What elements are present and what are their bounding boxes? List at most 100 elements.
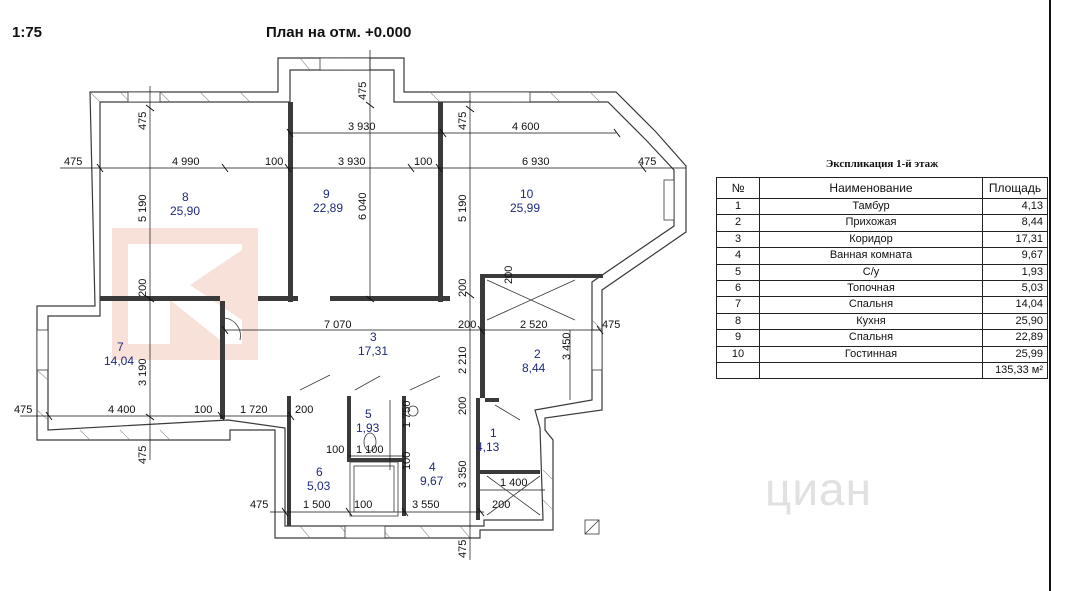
dim-label: 5 190 [137,194,149,222]
dim-label: 475 [457,112,469,130]
row-area: 4,13 [982,197,1048,216]
row-number: 7 [716,296,760,314]
dim-label: 475 [137,112,149,130]
dim-label: 1 100 [356,444,384,456]
room-3-area: 17,31 [358,344,388,358]
dim-label: 100 [354,499,372,511]
dim-label: 6 040 [357,192,369,220]
row-name: Спальня [759,329,983,347]
dim-label: 475 [14,404,32,416]
row-number: 1 [716,197,760,216]
col-header-name: Наименование [759,177,983,199]
row-name: Тамбур [759,197,983,216]
room-1-number: 1 [490,426,497,440]
row-number: 2 [716,214,760,232]
room-2-area: 8,44 [522,361,546,375]
doors [224,317,521,421]
room-labels: 1 4,13 2 8,44 3 17,31 4 9,67 5 1,93 6 5,… [104,187,546,493]
row-number: 5 [716,263,760,282]
dim-label: 3 350 [457,460,469,488]
dim-label: 100 [401,452,413,470]
room-4-area: 9,67 [420,474,444,488]
row-area: 1,93 [982,263,1048,282]
row-number: 9 [716,329,760,347]
row-name: Топочная [759,280,983,298]
dim-label: 475 [357,82,369,100]
dim-label: 200 [457,397,469,415]
room-9-area: 22,89 [313,201,343,215]
room-1-area: 4,13 [476,440,500,454]
dim-label: 200 [492,499,510,511]
room-7-number: 7 [117,340,124,354]
cian-watermark: циан [765,463,873,515]
room-7-area: 14,04 [104,354,134,368]
row-area: 17,31 [982,230,1048,249]
dim-label: 200 [457,279,469,297]
plan-title: План на отм. +0.000 [266,24,412,41]
logo-watermark-icon [112,228,258,360]
room-5-number: 5 [365,407,372,421]
room-9-number: 9 [323,187,330,201]
scale-label: 1:75 [12,24,43,41]
dim-label: 475 [638,156,656,168]
total-area: 135,33 м² [982,362,1048,380]
room-5-area: 1,93 [356,421,380,435]
row-area: 9,67 [982,247,1048,265]
row-name: Ванная комната [759,247,983,265]
room-6-number: 6 [316,465,323,479]
row-name: Гостинная [759,345,983,364]
room-3-number: 3 [370,330,377,344]
explication-table-block: Экспликация 1-й этаж № Наименование Площ… [716,158,1048,380]
dim-label: 1 720 [240,404,268,416]
dim-label: 475 [64,156,82,168]
dim-label: 3 550 [412,499,440,511]
dim-label: 100 [265,156,283,168]
fixtures [349,279,600,535]
interior-walls [100,102,603,526]
dimension-labels: 475 4 990 100 3 930 100 6 930 475 3 930 … [14,82,656,558]
dim-label: 4 990 [172,156,200,168]
dimension-ticks [45,101,647,517]
dim-label: 100 [326,444,344,456]
row-area: 22,89 [982,329,1048,347]
row-name: Спальня [759,296,983,314]
row-name: Прихожая [759,214,983,232]
col-header-number: № [716,177,760,199]
dim-label: 1 500 [303,499,331,511]
dim-label: 1 750 [401,400,413,428]
row-area: 25,90 [982,312,1048,331]
row-number: 10 [716,345,760,364]
dim-label: 4 600 [512,121,540,133]
room-6-area: 5,03 [307,479,331,493]
dim-label: 2 210 [457,346,469,374]
dim-label: 475 [602,319,620,331]
row-number: 8 [716,312,760,331]
dim-label: 7 070 [324,319,352,331]
explication-title: Экспликация 1-й этаж [825,158,939,170]
dim-label: 1 400 [500,477,528,489]
page-frame-border [1049,0,1051,591]
dim-label: 4 400 [108,404,136,416]
room-10-area: 25,99 [510,201,540,215]
row-name: Коридор [759,230,983,249]
dimension-lines [20,50,686,560]
windows [36,57,675,539]
outer-walls [36,57,687,539]
row-name: Кухня [759,312,983,331]
row-area: 25,99 [982,345,1048,364]
dim-label: 100 [414,156,432,168]
table-header-row: № Наименование Площадь [716,177,1048,199]
dim-label: 3 930 [338,156,366,168]
dim-label: 100 [194,404,212,416]
room-8-area: 25,90 [170,204,200,218]
dim-label: 6 930 [522,156,550,168]
